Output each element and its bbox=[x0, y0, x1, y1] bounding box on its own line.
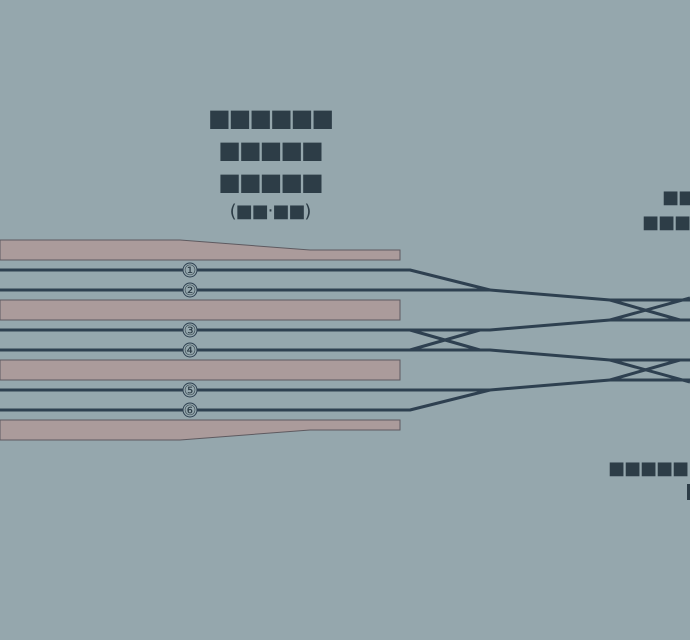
station-name-line-3: ■■■■■ bbox=[218, 168, 322, 196]
track-number-3-label: ③ bbox=[184, 323, 197, 339]
track-number-6-label: ⑥ bbox=[184, 403, 197, 419]
platform-bottom bbox=[0, 419, 401, 441]
track-number-4: ④ bbox=[182, 342, 198, 359]
track-number-2: ② bbox=[182, 282, 198, 299]
track-number-5-circle bbox=[182, 382, 198, 398]
track-number-6: ⑥ bbox=[182, 402, 198, 419]
track-number-2-label: ② bbox=[184, 283, 197, 299]
crossover-right-lower-a bbox=[609, 358, 690, 384]
crossover-right-lower-b bbox=[609, 358, 681, 382]
station-name: ■■■■■■ ■■■■■ ■■■■■ (■■‧■■) bbox=[208, 104, 334, 222]
crossover-3-4-b bbox=[409, 328, 481, 352]
track-3 bbox=[0, 318, 690, 332]
track-number-2-circle bbox=[182, 282, 198, 298]
platform-3 bbox=[0, 359, 401, 381]
right-station-name-line-2: ■■■■ bbox=[642, 212, 690, 233]
right-lower-label-fragment bbox=[687, 484, 690, 500]
track-number-5-label: ⑤ bbox=[184, 383, 197, 399]
track-5 bbox=[0, 378, 690, 392]
track-numbers: ① ② ③ ④ ⑤ ⑥ bbox=[182, 262, 198, 419]
crossover-right-upper-b bbox=[609, 296, 690, 322]
track-2 bbox=[0, 288, 690, 302]
right-lower-label: ■■■■■ bbox=[608, 458, 690, 500]
station-name-line-2: ■■■■■ bbox=[218, 136, 322, 164]
track-number-4-circle bbox=[182, 342, 198, 358]
platforms bbox=[0, 239, 401, 441]
right-station-name: ■■■ ■■■■ bbox=[642, 187, 690, 233]
track-number-3: ③ bbox=[182, 322, 198, 339]
track-4 bbox=[0, 348, 690, 362]
track-number-1-circle bbox=[182, 262, 198, 278]
right-station-name-line-1: ■■■ bbox=[662, 187, 690, 208]
tracks bbox=[0, 268, 690, 412]
track-number-1: ① bbox=[182, 262, 198, 279]
track-number-6-circle bbox=[182, 402, 198, 418]
platform-2 bbox=[0, 299, 401, 321]
track-1 bbox=[0, 268, 491, 292]
track-number-3-circle bbox=[182, 322, 198, 338]
track-number-1-label: ① bbox=[184, 263, 197, 279]
track-number-4-label: ④ bbox=[184, 343, 197, 359]
track-number-5: ⑤ bbox=[182, 382, 198, 399]
station-name-sub: (■■‧■■) bbox=[230, 201, 311, 222]
track-6 bbox=[0, 388, 491, 412]
station-name-line-1: ■■■■■■ bbox=[208, 104, 332, 132]
right-lower-label-line-1: ■■■■■ bbox=[608, 458, 688, 479]
platform-top bbox=[0, 239, 401, 261]
